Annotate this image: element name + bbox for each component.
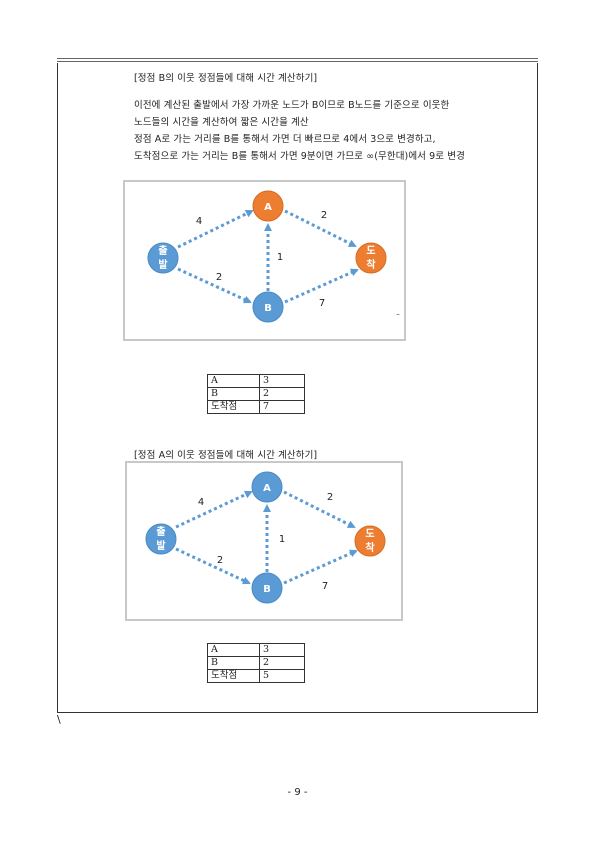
stray-backslash: \ — [57, 713, 61, 726]
section1-line-4: 도착점으로 가는 거리는 B를 통해서 가면 9분이면 가므로 ∞(무한대)에서… — [134, 151, 465, 162]
node-b — [252, 291, 284, 323]
header-rule-top — [57, 58, 538, 59]
edge-start-a — [175, 490, 253, 529]
node-start — [147, 242, 179, 274]
weight-start-a: 4 — [198, 497, 204, 508]
stray-mark: – — [396, 310, 400, 318]
page-number: - 9 - — [287, 787, 308, 798]
node-a-label: A — [263, 483, 271, 494]
table-value: 2 — [259, 656, 305, 670]
table-value: 3 — [259, 374, 305, 388]
section1-line-2: 노드들의 시간을 계산하여 짧은 시간을 계산 — [134, 117, 309, 128]
weight-b-a: 1 — [277, 252, 283, 263]
node-end-label-2: 착 — [366, 258, 376, 271]
edge-start-b — [175, 547, 251, 585]
table-row: 도착점 5 — [207, 669, 305, 683]
node-b — [251, 572, 283, 604]
node-end — [354, 525, 386, 557]
section1-heading: [정점 B의 이웃 정점들에 대해 시간 계산하기] — [134, 73, 318, 84]
table-value: 5 — [259, 669, 305, 683]
weight-b-end: 7 — [322, 581, 328, 592]
node-start-label-1: 출 — [156, 525, 165, 538]
weight-a-end: 2 — [321, 210, 327, 221]
table-value: 3 — [259, 643, 305, 657]
edge-a-end — [283, 490, 356, 529]
weight-b-a: 1 — [279, 534, 285, 545]
graph-diagram-1: 출 발 A B 도 착 4 2 1 2 7 – — [123, 180, 406, 341]
table-value: 2 — [259, 387, 305, 401]
table-key: B — [207, 387, 260, 401]
weight-start-b: 2 — [216, 272, 222, 283]
table-key: A — [207, 374, 260, 388]
weight-a-end: 2 — [327, 492, 333, 503]
table-key: A — [207, 643, 260, 657]
weight-b-end: 7 — [319, 298, 325, 309]
node-end-label-2: 착 — [365, 541, 375, 554]
edge-start-b — [177, 267, 252, 304]
edge-a-end — [284, 209, 357, 248]
node-b-label: B — [264, 303, 272, 314]
result-table-1: A 3 B 2 도착점 7 — [207, 374, 305, 414]
table-row: 도착점 7 — [207, 400, 305, 414]
table-row: A 3 — [207, 643, 305, 657]
section2-heading: [정점 A의 이웃 정점들에 대해 시간 계산하기] — [134, 450, 318, 461]
edge-start-a — [177, 209, 254, 249]
header-rule-bottom — [57, 61, 538, 62]
edge-b-end — [284, 268, 359, 304]
node-start-label-1: 출 — [158, 244, 167, 257]
node-a — [252, 190, 284, 222]
weight-start-b: 2 — [217, 555, 223, 566]
table-key: 도착점 — [207, 400, 260, 414]
content-frame — [57, 63, 538, 713]
node-start — [145, 523, 177, 555]
node-b-label: B — [263, 584, 271, 595]
node-a — [251, 471, 283, 503]
table-row: B 2 — [207, 387, 305, 401]
result-table-2: A 3 B 2 도착점 5 — [207, 643, 305, 683]
table-value: 7 — [259, 400, 305, 414]
table-row: B 2 — [207, 656, 305, 670]
table-key: B — [207, 656, 260, 670]
edge-b-end — [283, 549, 358, 585]
node-end — [355, 242, 387, 274]
graph-diagram-2: 출 발 A B 도 착 4 2 1 2 7 — [125, 461, 403, 621]
table-key: 도착점 — [207, 669, 260, 683]
node-start-label-2: 발 — [156, 539, 166, 552]
weight-start-a: 4 — [196, 216, 202, 227]
table-row: A 3 — [207, 374, 305, 388]
node-end-label-1: 도 — [365, 528, 374, 540]
node-a-label: A — [264, 202, 272, 213]
node-start-label-2: 발 — [158, 258, 168, 271]
section1-line-3: 정점 A로 가는 거리를 B를 통해서 가면 더 빠르므로 4에서 3으로 변경… — [134, 134, 436, 145]
node-end-label-1: 도 — [366, 245, 375, 257]
section1-line-1: 이전에 계산된 출발에서 가장 가까운 노드가 B이므로 B노드를 기준으로 이… — [134, 100, 450, 111]
